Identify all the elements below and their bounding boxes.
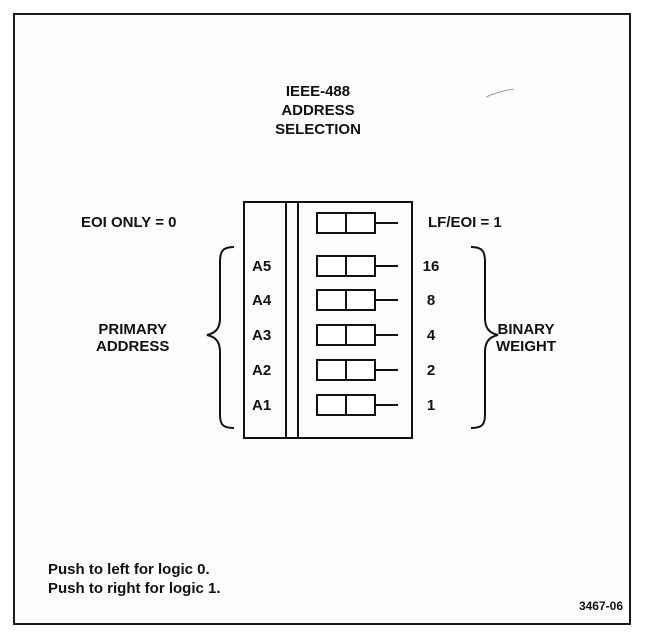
address-label-a3: A3 (252, 327, 272, 344)
switch-lf-eoi[interactable] (316, 212, 398, 234)
diagram-frame (13, 13, 631, 625)
address-label-a1: A1 (252, 397, 272, 414)
primary-address-label: PRIMARY ADDRESS (96, 321, 169, 355)
address-label-a5: A5 (252, 258, 272, 275)
lf-eoi-label: LF/EOI = 1 (428, 214, 502, 231)
switch-a5[interactable] (316, 255, 398, 277)
binary-label-line-1: BINARY (497, 321, 555, 338)
switch-a1[interactable] (316, 394, 398, 416)
note-logic-0: Push to left for logic 0. (48, 561, 210, 578)
eoi-only-label: EOI ONLY = 0 (81, 214, 177, 231)
switch-a2[interactable] (316, 359, 398, 381)
left-brace (206, 246, 235, 429)
note-logic-1: Push to right for logic 1. (48, 580, 221, 597)
primary-label-line-2: ADDRESS (96, 338, 170, 355)
weight-label-8: 8 (426, 292, 436, 309)
title-line-3: SELECTION (275, 121, 361, 138)
address-label-a4: A4 (252, 292, 272, 309)
diagram-title: IEEE-488 ADDRESS SELECTION (238, 82, 398, 139)
switch-a4[interactable] (316, 289, 398, 311)
title-line-1: IEEE-488 (285, 83, 351, 100)
address-label-a2: A2 (252, 362, 272, 379)
switch-a3[interactable] (316, 324, 398, 346)
weight-label-1: 1 (426, 397, 436, 414)
title-line-2: ADDRESS (281, 102, 355, 119)
primary-label-line-1: PRIMARY (98, 321, 167, 338)
figure-number: 3467-06 (578, 599, 623, 613)
weight-label-2: 2 (426, 362, 436, 379)
weight-label-16: 16 (422, 258, 440, 275)
switch-housing (243, 201, 413, 439)
binary-weight-label: BINARY WEIGHT (496, 321, 556, 355)
right-brace (470, 246, 499, 429)
binary-label-line-2: WEIGHT (496, 338, 556, 355)
stray-mark (485, 88, 515, 98)
weight-label-4: 4 (426, 327, 436, 344)
